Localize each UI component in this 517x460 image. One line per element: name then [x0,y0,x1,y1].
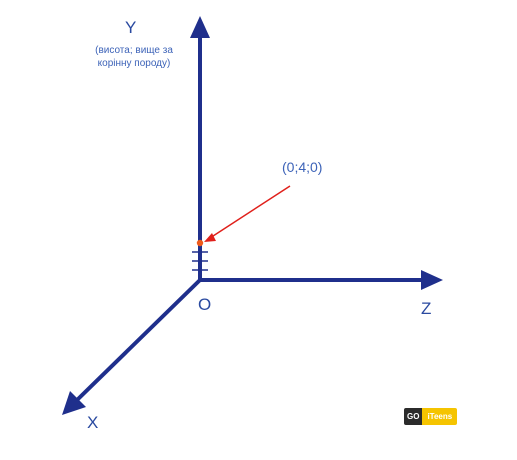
z-axis-label: Z [421,299,432,318]
x-axis-line [73,278,202,404]
z-axis-arrowhead [421,270,443,290]
pointer-arrow-line [209,185,291,239]
goiteens-logo: GO iTeens [404,408,458,425]
pointer-arrowhead [204,233,216,242]
y-axis-note-line1: (висота; вище за [95,45,173,56]
y-axis-label: Y [125,18,137,37]
point-coordinates-label: (0;4;0) [282,159,323,175]
x-axis-label: X [87,413,99,432]
y-axis-note-line2: корінну породу) [97,58,171,69]
y-axis-note: (висота; вище за корінну породу) [74,44,194,70]
point-marker [196,239,204,247]
y-axis-arrowhead [190,16,210,38]
logo-teens-part: iTeens [422,408,458,425]
logo-go-part: GO [404,408,423,425]
x-axis-arrowhead [62,391,86,415]
origin-label: O [198,295,212,314]
